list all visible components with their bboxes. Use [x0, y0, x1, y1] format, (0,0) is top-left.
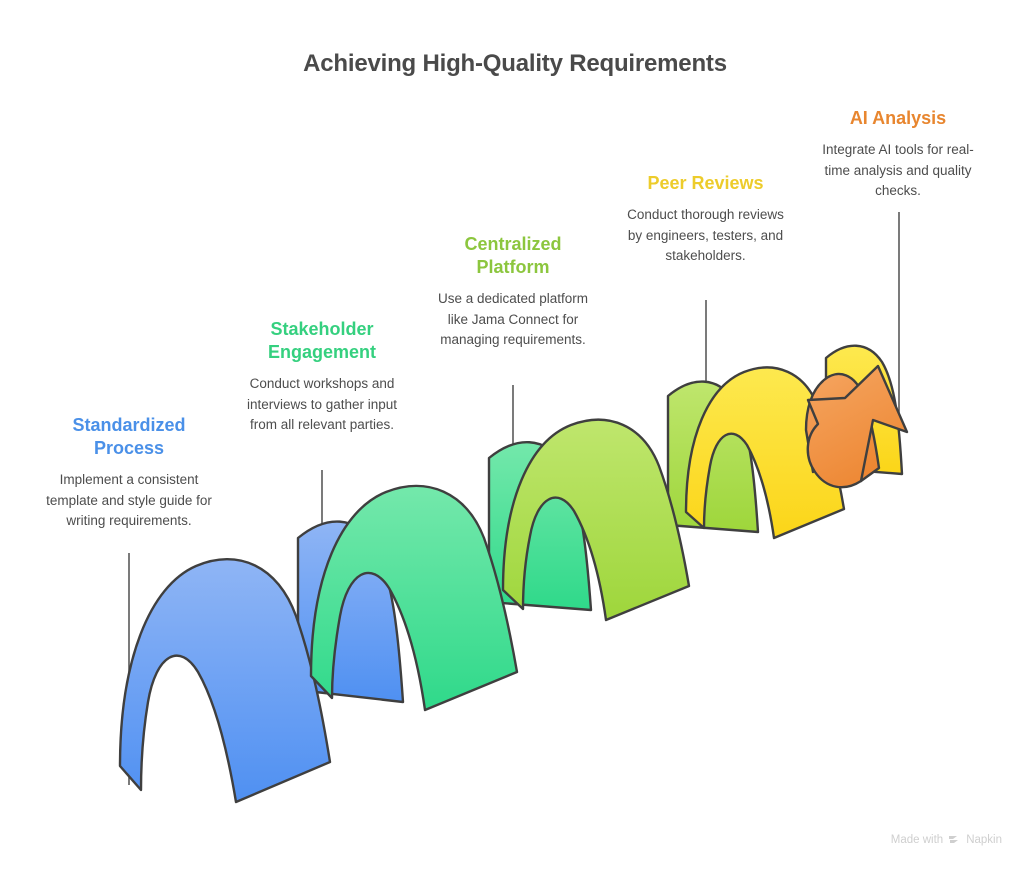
- callout-centralized-platform: Centralized Platform Use a dedicated pla…: [428, 233, 598, 351]
- callout-title: Standardized Process: [72, 415, 186, 459]
- callout-title: AI Analysis: [849, 108, 947, 128]
- callout-ai-analysis: AI Analysis Integrate AI tools for real-…: [818, 107, 978, 202]
- callout-description: Implement a consistent template and styl…: [46, 472, 212, 529]
- ribbon-segment-green: [309, 484, 519, 712]
- callout-peer-reviews: Peer Reviews Conduct thorough reviews by…: [624, 172, 787, 267]
- callout-description: Conduct workshops and interviews to gath…: [246, 376, 398, 433]
- ribbon-segment-lime: [501, 418, 691, 622]
- callout-title: Stakeholder Engagement: [267, 319, 377, 363]
- watermark-text: Made with: [890, 834, 944, 846]
- ribbon-band: [118, 344, 909, 804]
- callout-description: Integrate AI tools for real-time analysi…: [822, 142, 974, 199]
- callout-title: Peer Reviews: [647, 173, 764, 193]
- napkin-chevrons-icon: [949, 835, 959, 843]
- callout-description: Use a dedicated platform like Jama Conne…: [437, 291, 589, 348]
- watermark: Made with Napkin: [891, 834, 1002, 846]
- ribbon-segment-blue: [118, 557, 332, 804]
- callout-stakeholder-engagement: Stakeholder Engagement Conduct workshops…: [233, 318, 411, 436]
- callout-title: Centralized Platform: [464, 234, 562, 278]
- page-title: Achieving High-Quality Requirements: [303, 50, 727, 77]
- callout-description: Conduct thorough reviews by engineers, t…: [627, 207, 784, 264]
- callout-standardized-process: Standardized Process Implement a consist…: [36, 414, 222, 532]
- arrow-head-icon: [806, 364, 909, 489]
- watermark-brand: Napkin: [966, 834, 1002, 846]
- ribbon-segment-yellow: [684, 366, 846, 540]
